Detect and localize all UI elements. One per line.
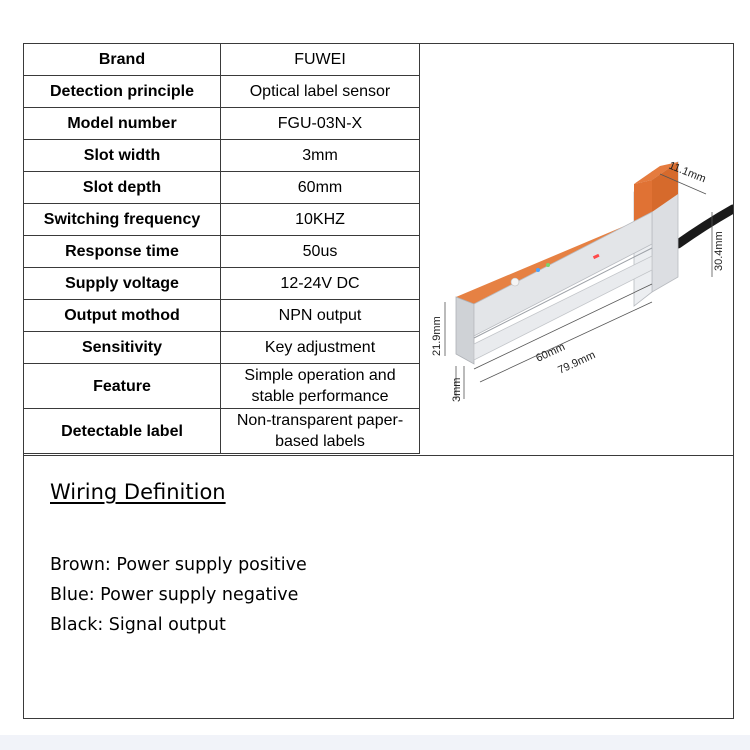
wiring-list: Brown: Power supply positive Blue: Power… — [50, 550, 307, 640]
spec-value: 10KHZ — [220, 203, 420, 236]
table-row: Detectable label Non-transparent paper- … — [24, 408, 420, 454]
spec-label: Feature — [24, 363, 221, 409]
spec-label: Detection principle — [24, 75, 221, 108]
sensor-lower-lip — [473, 255, 653, 361]
sensor-body-top — [456, 212, 652, 304]
adjust-button-icon — [510, 277, 520, 287]
dimension-lines — [444, 173, 713, 399]
spec-value: Simple operation and stable performance — [220, 363, 420, 409]
spec-value: Key adjustment — [220, 331, 420, 364]
table-row: Brand FUWEI — [24, 44, 420, 76]
list-item: Black: Signal output — [50, 615, 226, 635]
spec-value: FUWEI — [220, 44, 420, 76]
spec-value-line: Simple operation and — [244, 367, 396, 384]
slot-line — [473, 247, 653, 339]
spec-label: Sensitivity — [24, 331, 221, 364]
sensor-top-orange — [634, 162, 678, 184]
dimension-label: 30.4mm — [713, 231, 725, 271]
sensor-body-riser — [634, 180, 652, 222]
spec-value: 50us — [220, 235, 420, 268]
list-item: Blue: Power supply negative — [50, 585, 299, 605]
spec-table: Brand FUWEI Detection principle Optical … — [24, 44, 420, 454]
dimension-label: 21.9mm — [431, 316, 443, 356]
spec-label: Supply voltage — [24, 267, 221, 300]
spec-label: Slot depth — [24, 171, 221, 204]
spec-value: NPN output — [220, 299, 420, 332]
table-row: Supply voltage 12-24V DC — [24, 267, 420, 300]
indicator-led-icon — [546, 263, 550, 267]
spec-value-line: Non-transparent paper- — [236, 412, 404, 429]
spec-value: Non-transparent paper- based labels — [220, 408, 420, 454]
product-image-area: 11.1mm 30.4mm 21.9mm 60mm 79.9mm 3mm — [420, 44, 738, 455]
spec-label: Slot width — [24, 139, 221, 172]
spec-label: Output mothod — [24, 299, 221, 332]
spec-label: Detectable label — [24, 408, 221, 454]
dimension-label: 3mm — [451, 378, 463, 402]
spec-label: Model number — [24, 107, 221, 140]
table-row: Output mothod NPN output — [24, 299, 420, 332]
table-row: Switching frequency 10KHZ — [24, 203, 420, 236]
sensor-front-end — [455, 296, 475, 365]
spec-value: 3mm — [220, 139, 420, 172]
list-item: Brown: Power supply positive — [50, 555, 307, 575]
spec-value: Optical label sensor — [220, 75, 420, 108]
table-row: Response time 50us — [24, 235, 420, 268]
table-row: Feature Simple operation and stable perf… — [24, 363, 420, 409]
spec-value: FGU-03N-X — [220, 107, 420, 140]
table-row: Sensitivity Key adjustment — [24, 331, 420, 364]
dimension-label: 60mm — [534, 341, 567, 365]
indicator-led-icon — [592, 253, 600, 260]
cable-icon — [673, 204, 738, 249]
spec-value: 60mm — [220, 171, 420, 204]
sensor-side-face — [473, 211, 653, 337]
wiring-definition-title: Wiring Definition — [50, 480, 226, 504]
table-row: Detection principle Optical label sensor — [24, 75, 420, 108]
section-divider — [24, 455, 733, 456]
spec-label: Response time — [24, 235, 221, 268]
table-row: Slot depth 60mm — [24, 171, 420, 204]
spec-value-line: stable performance — [251, 388, 389, 405]
sensor-orange-face — [652, 162, 678, 212]
spec-label: Brand — [24, 44, 221, 76]
bottom-strip — [0, 735, 750, 750]
product-diagram: 11.1mm 30.4mm 21.9mm 60mm 79.9mm 3mm — [431, 160, 738, 402]
table-row: Slot width 3mm — [24, 139, 420, 172]
spec-value: 12-24V DC — [220, 267, 420, 300]
spec-label: Switching frequency — [24, 203, 221, 236]
spec-sheet: Brand FUWEI Detection principle Optical … — [23, 43, 738, 719]
indicator-led-icon — [536, 268, 540, 272]
spec-value-line: based labels — [275, 433, 365, 450]
table-row: Model number FGU-03N-X — [24, 107, 420, 140]
